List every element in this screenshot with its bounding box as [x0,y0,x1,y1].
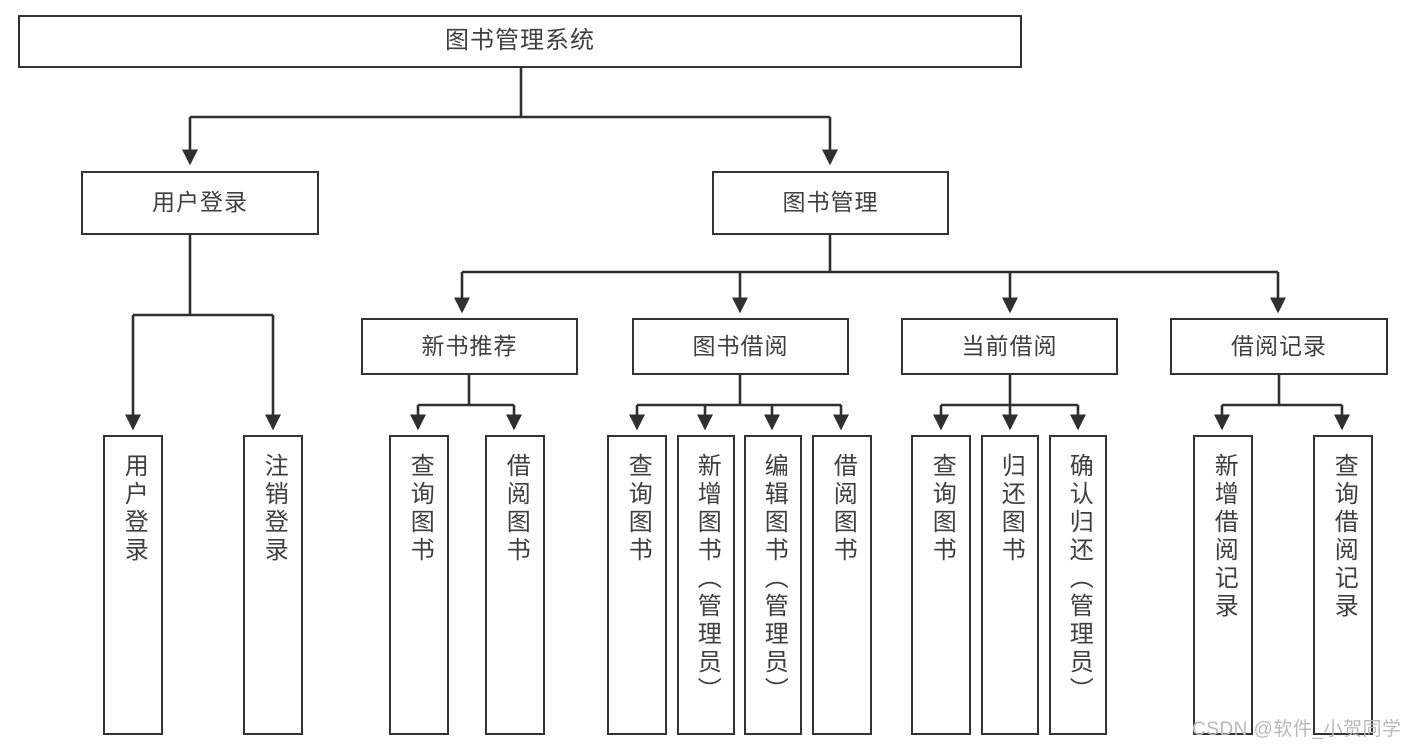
node-label: 当前借阅 [961,332,1058,359]
node-label: 查询图书 [624,453,652,565]
node-label: 查询图书 [406,453,434,565]
node-user-login[interactable]: 用户登录 [81,171,319,235]
node-label: 归还图书 [997,453,1025,565]
node-label: 新书推荐 [421,332,518,359]
leaf-borrow-book-recommend[interactable]: 借阅图书 [485,435,545,735]
node-label: 图书借阅 [692,332,789,359]
node-label: 借阅图书 [829,453,857,565]
node-label: 借阅图书 [502,453,530,565]
node-book-borrow[interactable]: 图书借阅 [632,318,849,375]
node-label: 注销登录 [260,453,288,565]
node-borrow-record[interactable]: 借阅记录 [1170,318,1388,375]
node-label: 新增图书（管理员） [693,453,721,705]
node-label: 借阅记录 [1231,332,1327,359]
node-label: 确认归还（管理员） [1065,453,1093,705]
node-book-management[interactable]: 图书管理 [712,171,949,235]
node-label: 用户登录 [120,453,148,565]
node-label: 图书管理系统 [445,27,595,55]
node-label: 图书管理 [782,189,879,216]
leaf-edit-book-admin[interactable]: 编辑图书（管理员） [744,435,802,735]
leaf-return-book[interactable]: 归还图书 [981,435,1039,735]
node-label: 用户登录 [152,189,248,216]
leaf-confirm-return-admin[interactable]: 确认归还（管理员） [1049,435,1107,735]
leaf-logout[interactable]: 注销登录 [243,435,303,735]
csdn-watermark: CSDN @软件_小贺同学 [1192,719,1402,740]
node-label: 编辑图书（管理员） [760,453,788,705]
leaf-query-book-current[interactable]: 查询图书 [911,435,971,735]
leaf-query-book-borrow[interactable]: 查询图书 [607,435,667,735]
node-label: 查询图书 [928,453,956,565]
node-current-borrow[interactable]: 当前借阅 [901,318,1118,375]
leaf-user-login[interactable]: 用户登录 [103,435,163,735]
leaf-add-borrow-record[interactable]: 新增借阅记录 [1193,435,1253,735]
node-new-book-recommend[interactable]: 新书推荐 [361,318,578,375]
leaf-borrow-book[interactable]: 借阅图书 [812,435,872,735]
node-book-management-system[interactable]: 图书管理系统 [18,15,1022,68]
node-label: 新增借阅记录 [1210,453,1238,621]
leaf-query-book-recommend[interactable]: 查询图书 [389,435,449,735]
leaf-query-borrow-record[interactable]: 查询借阅记录 [1313,435,1373,735]
leaf-add-book-admin[interactable]: 新增图书（管理员） [677,435,735,735]
node-label: 查询借阅记录 [1330,453,1358,621]
